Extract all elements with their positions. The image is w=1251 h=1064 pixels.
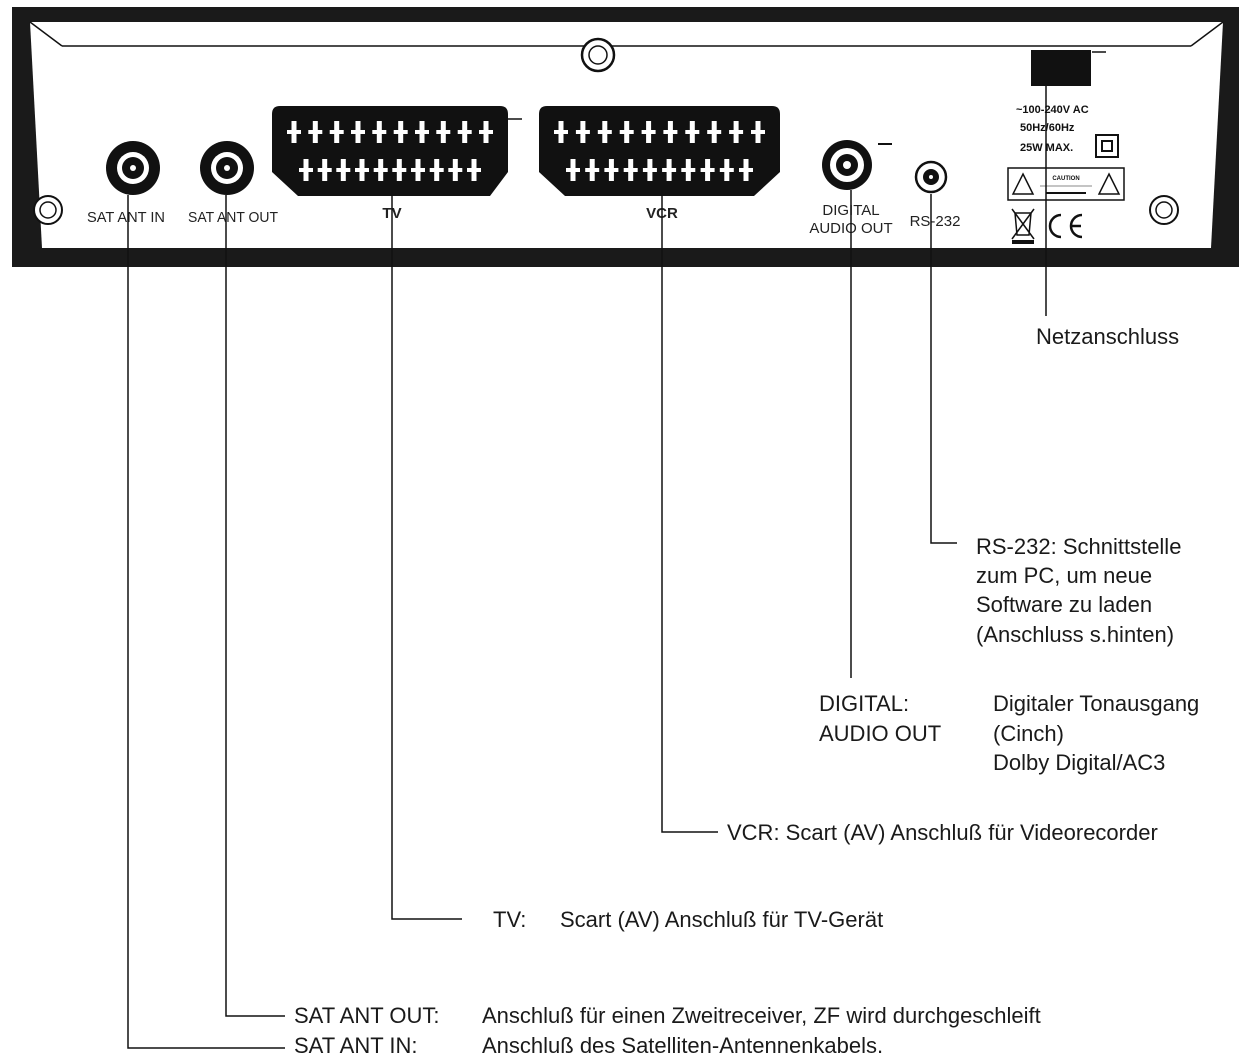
scart-pin-bar [585, 168, 600, 172]
leader-line-vcr [661, 190, 718, 833]
scart-pin-bar [739, 168, 753, 172]
weee-bin-icon [1011, 208, 1035, 244]
scart-pin-bar [308, 130, 323, 134]
scart-pin-bar [479, 130, 493, 134]
scart-pin-bar [663, 130, 678, 134]
ce-mark-icon [1048, 213, 1083, 239]
scart-pin-bar [372, 130, 387, 134]
sat-ant-out-connector [200, 141, 254, 195]
scart-pin-bar [662, 168, 677, 172]
sat-out-callout-desc: Anschluß für einen Zweitreceiver, ZF wir… [482, 1003, 1041, 1028]
scart-pin-bar [317, 168, 332, 172]
caution-label-box: CAUTION [1007, 167, 1125, 201]
digital-term-line1: DIGITAL: [819, 691, 910, 716]
power-voltage-text: ~100-240V AC [1016, 104, 1089, 116]
scart-pin-bar [641, 130, 656, 134]
scart-pin-bar [700, 168, 715, 172]
scart-pin-bar [619, 130, 634, 134]
scart-pin-bar [719, 168, 734, 172]
scart-pin-bar [566, 168, 580, 172]
warning-triangle-icon [1097, 172, 1121, 195]
scart-pin-bar [685, 130, 700, 134]
digital-desc-line1: Digitaler Tonausgang [993, 691, 1200, 716]
scart-pin-bar [329, 130, 344, 134]
scart-vcr-connector [539, 106, 780, 196]
scart-pin-bar [751, 130, 765, 134]
rs232-port-label: RS-232 [910, 213, 961, 230]
warning-triangle-icon [1011, 172, 1035, 195]
scart-pin-bar [707, 130, 722, 134]
scart-pin-bar [411, 168, 425, 172]
sat-ant-in-connector [106, 141, 160, 195]
scart-pin-bar [448, 168, 463, 172]
digital-audio-out-connector [822, 140, 892, 190]
scart-pin-bar [336, 168, 351, 172]
scart-pin-bar [355, 168, 369, 172]
scart-pin-bar [373, 168, 388, 172]
scart-pin-bar [299, 168, 313, 172]
scart-pin-bar [623, 168, 638, 172]
scart-pin-bar [604, 168, 619, 172]
scart-pin-bar [415, 130, 429, 134]
rs232-callout-line3: Software zu laden [976, 592, 1153, 617]
scart-pin-bar [436, 130, 451, 134]
sat-out-callout-term: SAT ANT OUT: [294, 1003, 440, 1028]
scart-pin-bar [287, 130, 301, 134]
digital-desc-line2: (Cinch) [993, 721, 1064, 746]
leader-line-tv [391, 190, 462, 920]
scart-pin-bar [467, 168, 481, 172]
scart-pin-bar [681, 168, 696, 172]
netzanschluss-label: Netzanschluss [1036, 324, 1180, 349]
sat-ant-out-port-label: SAT ANT OUT [188, 209, 278, 226]
scart-pin-bar [392, 168, 407, 172]
power-frequency-text: 50Hz/60Hz [1020, 122, 1075, 134]
leader-lines [127, 86, 1047, 1049]
scart-pin-bar [575, 130, 590, 134]
scart-pin-bar [429, 168, 444, 172]
rs232-callout-line1: RS-232: Schnittstelle [976, 534, 1182, 559]
leader-line-sat-out [225, 195, 285, 1017]
sat-ant-in-port-label: SAT ANT IN [87, 209, 165, 226]
digital-desc-line3: Dolby Digital/AC3 [993, 750, 1166, 775]
tv-callout-term: TV: [493, 907, 527, 932]
caution-text: CAUTION [1052, 176, 1079, 182]
double-insulation-icon [1095, 134, 1119, 158]
scart-pin-bar [554, 130, 568, 134]
power-socket [1031, 50, 1106, 86]
scart-pin-bar [393, 130, 408, 134]
vcr-callout: VCR: Scart (AV) Anschluß für Videorecord… [727, 820, 1158, 845]
rs232-callout-line4: (Anschluss s.hinten) [976, 622, 1175, 647]
scart-tv-connector [272, 106, 522, 196]
digital-term-line2: AUDIO OUT [819, 721, 942, 746]
scart-pin-bar [457, 130, 472, 134]
rs232-callout-line2: zum PC, um neue [976, 563, 1153, 588]
scart-pin-bar [597, 130, 612, 134]
scart-pin-bar [351, 130, 365, 134]
leader-line-sat-in [127, 195, 285, 1049]
scart-pin-bar [642, 168, 657, 172]
tv-callout-desc: Scart (AV) Anschluß für TV-Gerät [560, 907, 884, 932]
leader-line-rs232 [930, 194, 957, 544]
scart-pin-bar [729, 130, 744, 134]
sat-in-callout-term: SAT ANT IN: [294, 1033, 418, 1058]
sat-in-callout-desc: Anschluß des Satelliten-Antennenkabels. [482, 1033, 884, 1058]
rs232-connector [914, 160, 948, 194]
